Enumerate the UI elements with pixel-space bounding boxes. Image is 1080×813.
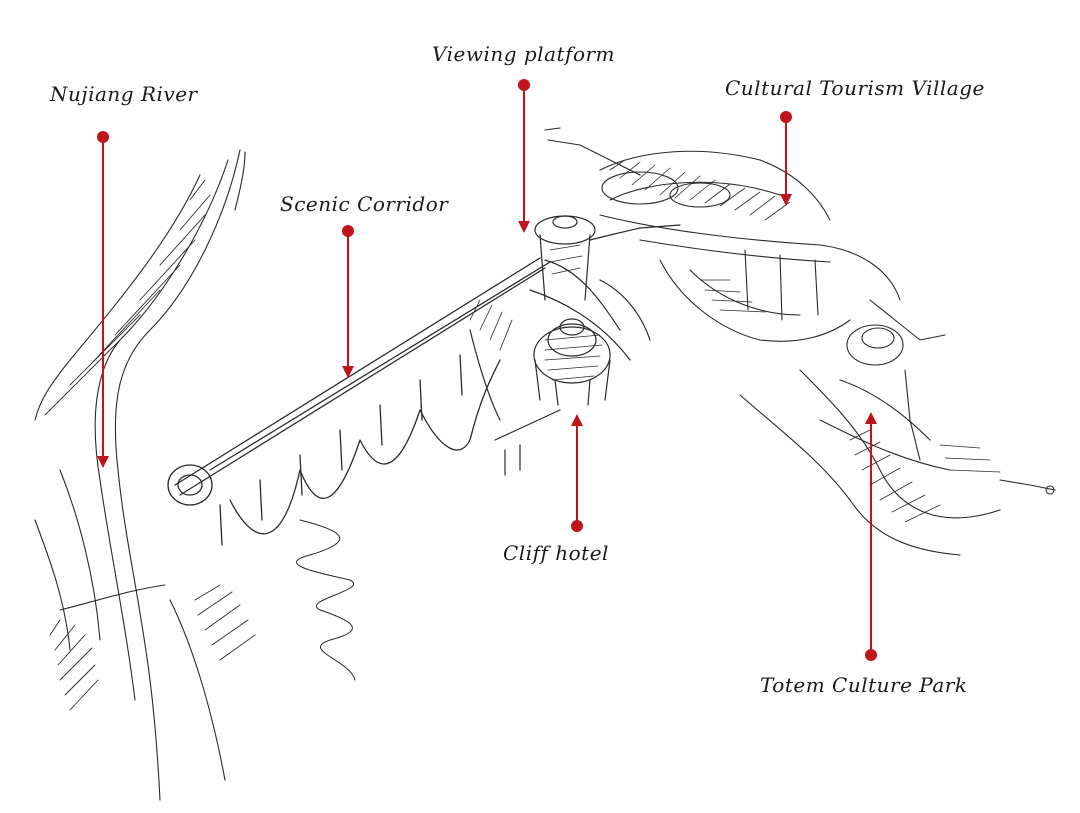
park-cluster bbox=[739, 324, 1056, 556]
label-scenic-corridor: Scenic Corridor bbox=[280, 192, 449, 216]
leader-nujiang-river bbox=[97, 131, 109, 468]
label-cultural-tourism-village: Cultural Tourism Village bbox=[725, 76, 985, 100]
leader-scenic-corridor bbox=[342, 225, 354, 378]
corridor-structure bbox=[167, 257, 551, 546]
label-viewing-platform: Viewing platform bbox=[432, 42, 616, 66]
label-nujiang-river: Nujiang River bbox=[50, 82, 198, 106]
leader-cultural-tourism-village bbox=[780, 111, 792, 206]
label-totem-culture-park: Totem Culture Park bbox=[760, 673, 968, 697]
hotel-cluster bbox=[469, 215, 681, 476]
hatch-village bbox=[609, 159, 791, 313]
hatch-park bbox=[849, 429, 1001, 523]
label-cliff-hotel: Cliff hotel bbox=[503, 541, 609, 565]
hatch-left bbox=[44, 179, 256, 711]
hatch-hotel bbox=[469, 244, 603, 381]
village-cluster bbox=[544, 127, 946, 342]
leader-cliff-hotel bbox=[571, 414, 583, 532]
river-banks bbox=[34, 149, 246, 801]
leader-viewing-platform bbox=[518, 79, 530, 233]
leader-totem-culture-park bbox=[865, 412, 877, 661]
switchback-path bbox=[296, 519, 356, 681]
leader-lines bbox=[97, 79, 877, 661]
